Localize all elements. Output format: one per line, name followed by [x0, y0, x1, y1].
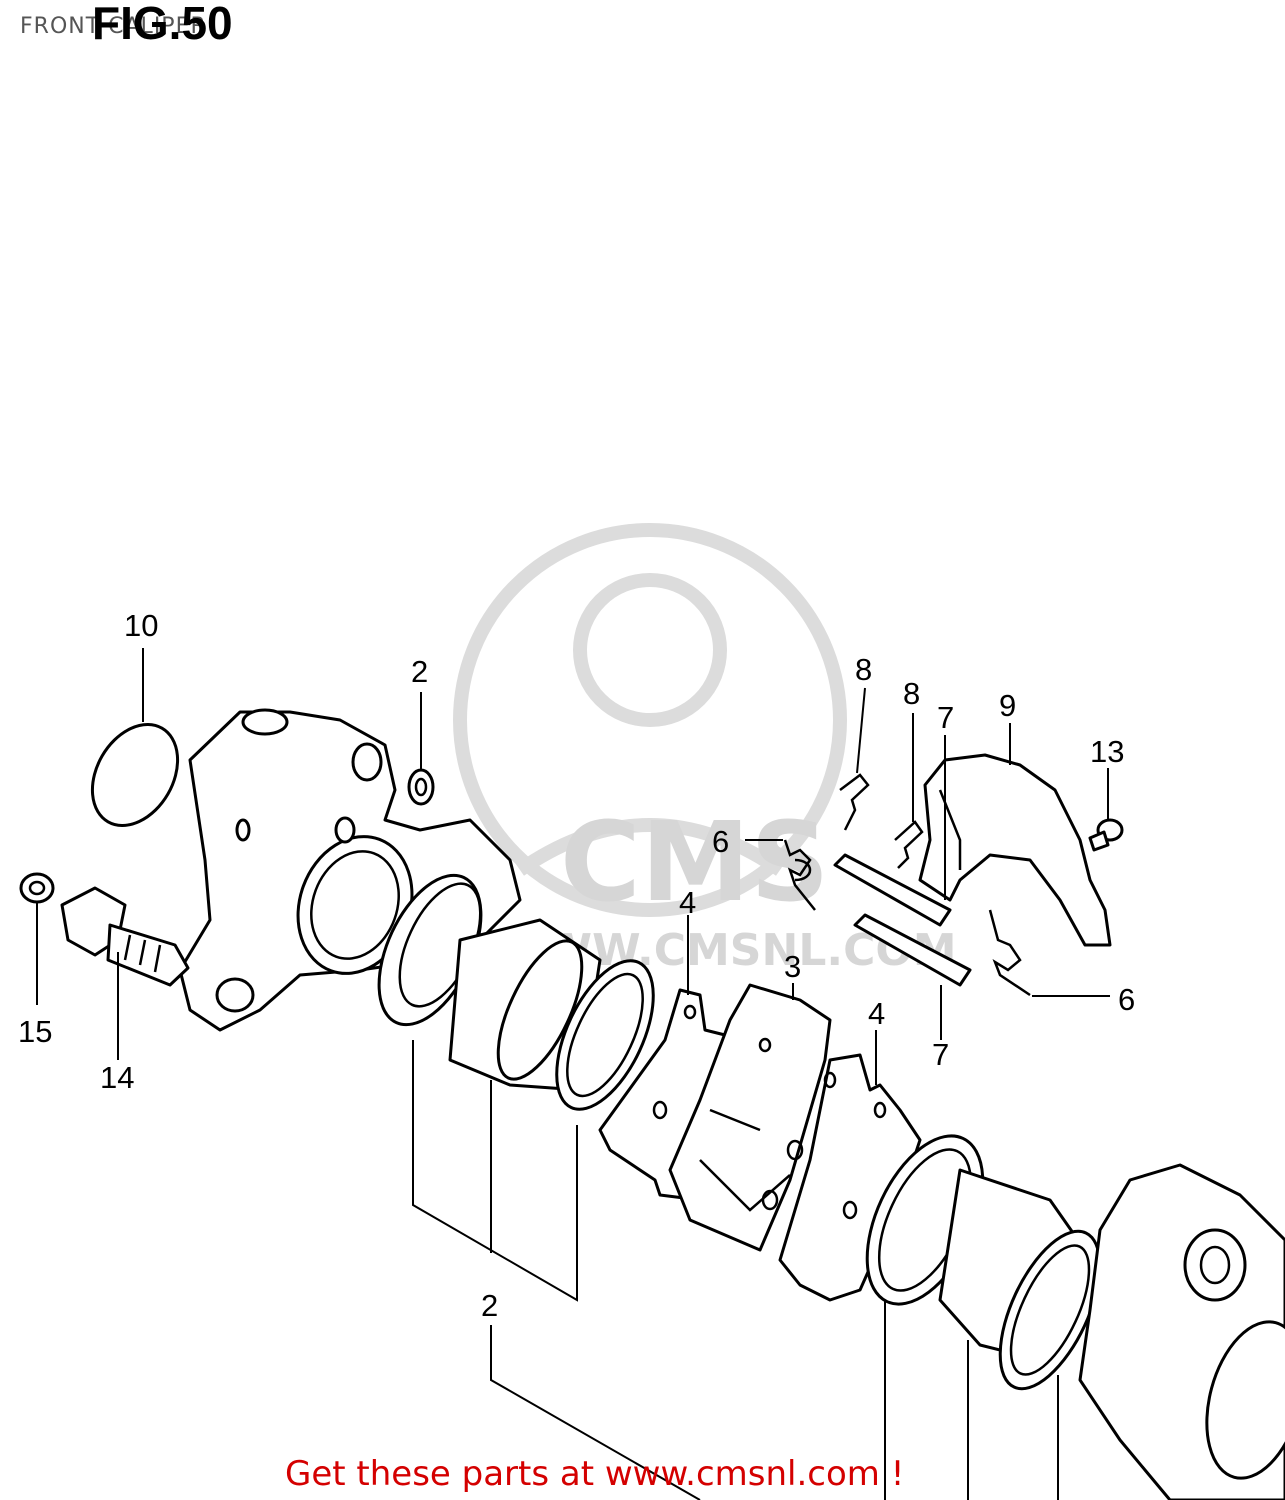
- part-4-pad-right: [778, 1053, 922, 1302]
- callout-labels: 10 2 8 8 7 9 13 6 4 3 4 6 7 15 14 2: [18, 608, 1135, 1323]
- callout-9: 9: [999, 688, 1016, 723]
- part-10-cap: [90, 723, 180, 827]
- watermark-logo-text: CMS: [560, 798, 829, 926]
- part-8-clip-left: [839, 773, 870, 831]
- callout-7-lower: 7: [932, 1037, 949, 1072]
- part-9-pad-cover: [918, 753, 1112, 947]
- callout-13: 13: [1090, 734, 1124, 769]
- part-6-spring-left: [783, 839, 816, 911]
- callout-8-right: 8: [903, 676, 920, 711]
- callout-10: 10: [124, 608, 158, 643]
- diagram-subtitle: FRONT CALIPER: [20, 14, 207, 39]
- part-13-screw: [1088, 818, 1124, 852]
- callout-4-right: 4: [868, 996, 885, 1031]
- part-8-clip-right: [894, 820, 924, 869]
- caliper-body-right: [1078, 1163, 1285, 1500]
- part-15-nut: [19, 872, 55, 904]
- figure-title: FIG.50: [92, 0, 233, 49]
- callout-2-lower: 2: [481, 1288, 498, 1323]
- callout-4-left: 4: [679, 885, 696, 920]
- callout-6-right: 6: [1118, 982, 1135, 1017]
- callout-7-upper: 7: [937, 700, 954, 735]
- callout-15: 15: [18, 1014, 52, 1049]
- watermark-logo: CMS WWW.CMSNL.COM: [453, 523, 957, 976]
- part-2-washer: [407, 768, 435, 806]
- part-6-spring-right: [988, 909, 1031, 997]
- part-3-shim: [668, 983, 832, 1252]
- part-7-pin-lower: [853, 913, 972, 987]
- part-14-bolt: [60, 886, 190, 987]
- leader-lines: [36, 648, 1110, 1500]
- callout-6-left: 6: [712, 824, 729, 859]
- part-7-pin-upper: [833, 853, 952, 927]
- callout-8-left: 8: [855, 652, 872, 687]
- piston-seal-set-right: [865, 1134, 1102, 1391]
- footer-promo-link[interactable]: Get these parts at www.cmsnl.com !: [285, 1454, 905, 1494]
- piston-seal-set-left: [377, 873, 655, 1111]
- callout-3: 3: [784, 949, 801, 984]
- callout-2-washer: 2: [411, 654, 428, 689]
- callout-14: 14: [100, 1060, 134, 1095]
